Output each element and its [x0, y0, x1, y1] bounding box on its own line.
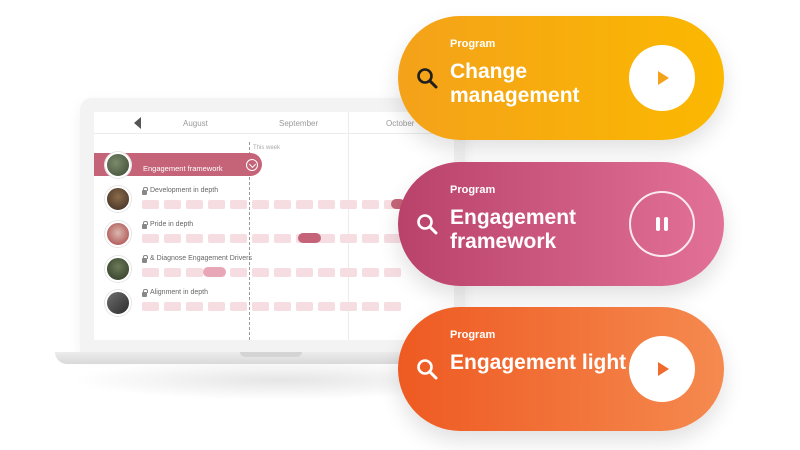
month-header: August September October: [94, 112, 454, 134]
laptop-notch: [240, 352, 302, 357]
row-track: [142, 234, 412, 243]
month-divider: [348, 112, 349, 340]
avatar: [105, 256, 131, 282]
card-title: Change management: [450, 60, 580, 107]
row-label: Alignment in depth: [150, 289, 208, 296]
laptop-base: [55, 352, 485, 364]
pause-icon: [656, 217, 668, 231]
program-card-engagement-framework[interactable]: Program Engagement framework: [398, 162, 724, 286]
timeline-screen: August September October This week Engag…: [94, 112, 454, 340]
card-title: Engagement light: [450, 351, 627, 374]
play-button[interactable]: [629, 336, 695, 402]
lock-icon: [142, 289, 148, 297]
row-label: & Diagnose Engagement Drivers: [150, 255, 252, 262]
today-marker-label: This week: [253, 145, 281, 151]
month-label-august: August: [183, 119, 208, 128]
avatar: [105, 152, 131, 178]
card-title: Engagement framework: [450, 206, 577, 253]
month-label-october: October: [386, 119, 415, 128]
play-icon: [658, 362, 669, 376]
active-program-label: Engagement framework: [143, 164, 223, 173]
play-icon: [658, 71, 669, 85]
search-icon[interactable]: [416, 213, 438, 235]
row-track: [142, 200, 412, 209]
row-track: [142, 302, 412, 311]
program-card-change-management[interactable]: Program Change management: [398, 16, 724, 140]
prev-month-arrow-icon[interactable]: [134, 117, 141, 129]
program-card-engagement-light[interactable]: Program Engagement light: [398, 307, 724, 431]
avatar: [105, 186, 131, 212]
chevron-down-icon[interactable]: [246, 159, 258, 171]
avatar: [105, 290, 131, 316]
lock-icon: [142, 187, 148, 195]
card-kicker: Program: [450, 329, 496, 341]
lock-icon: [142, 255, 148, 263]
program-pill[interactable]: [298, 233, 321, 243]
today-marker-line: [249, 142, 250, 340]
play-button[interactable]: [629, 45, 695, 111]
lock-icon: [142, 221, 148, 229]
search-icon[interactable]: [416, 67, 438, 89]
pause-button[interactable]: [629, 191, 695, 257]
avatar: [105, 221, 131, 247]
active-program-bar[interactable]: [94, 153, 262, 176]
row-track: [142, 268, 412, 277]
program-pill[interactable]: [391, 199, 405, 209]
row-label: Pride in depth: [150, 221, 194, 228]
month-label-september: September: [279, 119, 319, 128]
program-pill[interactable]: [203, 267, 226, 277]
row-label: Development in depth: [150, 187, 219, 194]
card-kicker: Program: [450, 184, 496, 196]
card-kicker: Program: [450, 38, 496, 50]
search-icon[interactable]: [416, 358, 438, 380]
